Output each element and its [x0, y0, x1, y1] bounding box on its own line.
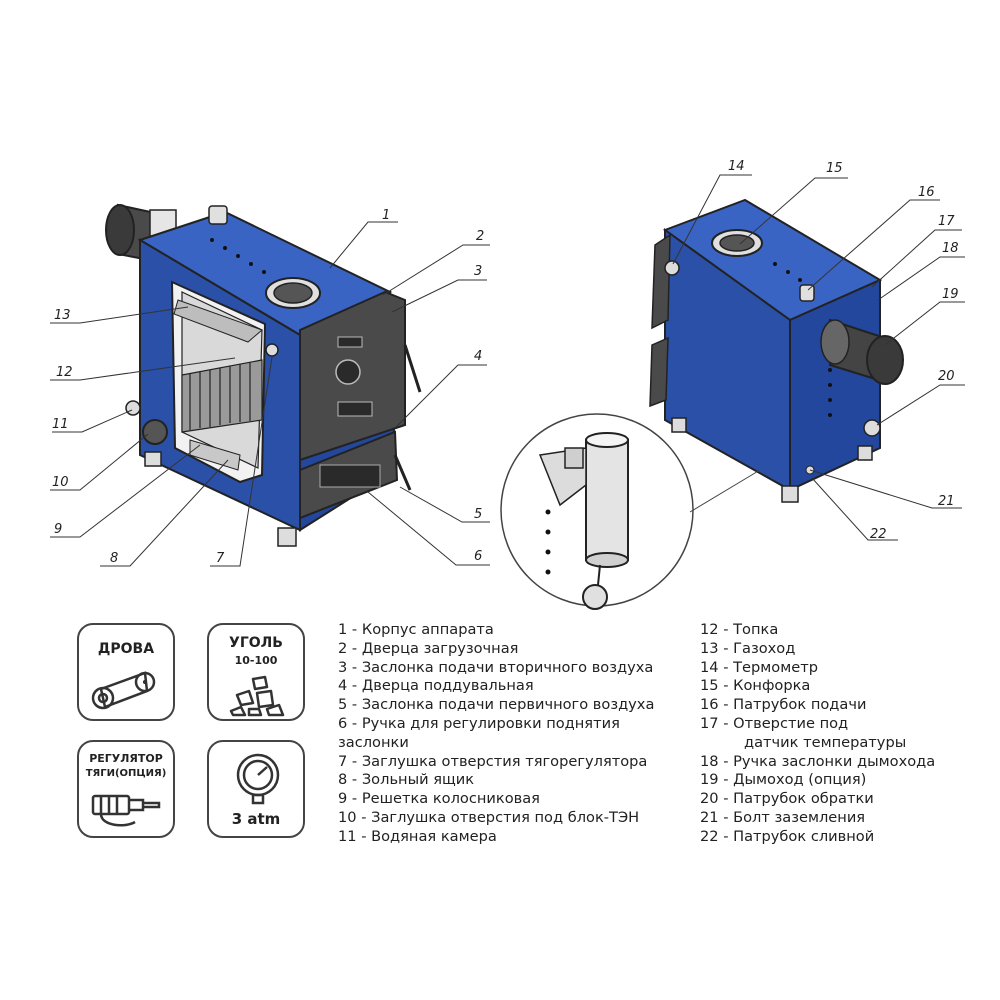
legend-right: 12 - Топка 13 - Газоход 14 - Термометр 1… [700, 621, 935, 847]
regulator-icon [91, 794, 161, 827]
legend-item-1: 1 - Корпус аппарата [338, 621, 494, 638]
callout-14: 14 [728, 159, 745, 174]
legend-item-6-cont: заслонки [338, 733, 409, 751]
callout-10: 10 [52, 475, 69, 490]
draft-regulator-badge: РЕГУЛЯТОР ТЯГИ(ОПЦИЯ) [77, 740, 175, 838]
coal-fuel-badge: УГОЛЬ 10-100 [207, 623, 305, 721]
callout-17: 17 [938, 214, 955, 229]
legend-item-4: 4 - Дверца поддувальная [338, 677, 534, 695]
legend-item-6: 6 - Ручка для регулировки поднятия [338, 714, 620, 732]
legend-item-22: 22 - Патрубок сливной [700, 827, 875, 845]
boiler-diagram: 1 2 3 4 5 6 7 8 9 10 11 12 13 14 15 16 1… [50, 159, 965, 610]
legend-item-5: 5 - Заслонка подачи первичного воздуха [338, 696, 655, 714]
callout-19: 19 [942, 287, 959, 302]
callout-21: 21 [938, 494, 955, 509]
callout-9: 9 [54, 522, 62, 537]
legend-item-17: 17 - Отверстие под [700, 714, 849, 732]
legend-item-18: 18 - Ручка заслонки дымохода [700, 752, 936, 770]
legend-item-16: 16 - Патрубок подачи [700, 696, 867, 714]
legend-item-20: 20 - Патрубок обратки [700, 790, 874, 808]
legend-item-2: 2 - Дверца загрузочная [338, 639, 519, 657]
legend-item-17-cont: датчик температуры [744, 733, 907, 751]
wood-fuel-badge: ДРОВА [77, 623, 175, 721]
callout-15: 15 [826, 161, 843, 176]
wood-badge-title: ДРОВА [97, 641, 155, 657]
callout-16: 16 [918, 185, 935, 200]
callout-8: 8 [110, 551, 118, 566]
callout-6: 6 [474, 549, 482, 564]
chimney-damper-detail [500, 413, 761, 610]
boiler-front-view [105, 203, 422, 547]
callout-22: 22 [870, 527, 887, 542]
callout-13: 13 [54, 308, 71, 323]
callout-20: 20 [938, 369, 955, 384]
callout-18: 18 [942, 241, 959, 256]
legend-item-3: 3 - Заслонка подачи вторичного воздуха [338, 658, 654, 676]
coal-badge-title: УГОЛЬ [229, 635, 283, 651]
legend-item-12: 12 - Топка [700, 621, 779, 638]
legend-item-10: 10 - Заглушка отверстия под блок-ТЭН [338, 808, 640, 826]
callout-4: 4 [474, 349, 482, 364]
legend-item-8: 8 - Зольный ящик [338, 771, 475, 789]
callout-12: 12 [56, 365, 73, 380]
callout-1: 1 [382, 208, 390, 223]
pressure-gauge-icon [236, 753, 280, 805]
legend-item-13: 13 - Газоход [700, 639, 796, 657]
coal-badge-size: 10-100 [234, 654, 278, 667]
callout-11: 11 [52, 417, 69, 432]
legend-left: 1 - Корпус аппарата 2 - Дверца загрузочн… [338, 621, 654, 847]
legend-item-14: 14 - Термометр [700, 658, 818, 676]
pressure-badge-value: 3 atm [231, 810, 281, 828]
callout-2: 2 [476, 229, 484, 244]
pressure-badge: 3 atm [207, 740, 305, 838]
legend-item-19: 19 - Дымоход (опция) [700, 771, 867, 789]
legend-item-15: 15 - Конфорка [700, 677, 811, 695]
callout-5: 5 [474, 507, 482, 522]
legend-item-9: 9 - Решетка колосниковая [338, 790, 540, 808]
legend-item-11: 11 - Водяная камера [338, 827, 497, 845]
regulator-badge-line1: РЕГУЛЯТОР [89, 752, 163, 765]
legend-item-7: 7 - Заглушка отверстия тягорегулятора [338, 752, 648, 770]
callout-7: 7 [216, 551, 225, 566]
coal-icon [229, 675, 285, 717]
logs-icon [91, 671, 156, 710]
regulator-badge-line2: ТЯГИ(ОПЦИЯ) [85, 768, 167, 779]
callout-3: 3 [474, 264, 482, 279]
boiler-rear-view [649, 198, 904, 503]
legend-item-21: 21 - Болт заземления [700, 808, 866, 826]
